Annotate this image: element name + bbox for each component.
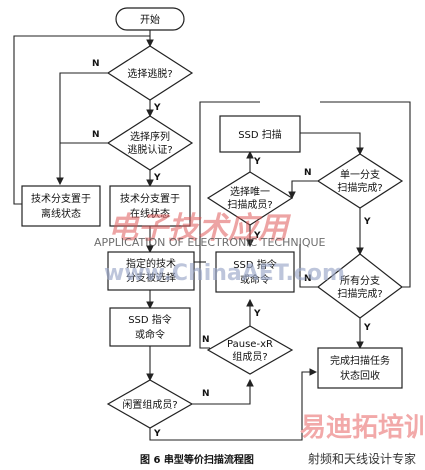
label-no-pause: N [202,335,210,345]
label-yes-idle: Y [153,429,161,439]
process-complete-scan: 完成扫描任务 状态回收 [317,347,403,389]
watermark-brand: 易迪拓培训 [300,413,425,443]
single-branch-label-2: 扫描完成? [337,181,382,194]
process-ssd-command: SSD 指令 或命令 [109,307,191,347]
pause-label-2: 组成员? [232,350,267,363]
ssd-cmd-label-2: 或命令 [135,328,165,341]
connectors [13,30,411,441]
tech-online-label-1: 技术分支置于 [120,192,180,205]
process-ssd-scan: SSD 扫描 [219,115,301,153]
single-branch-label-1: 单一分支 [340,169,380,181]
pause-label-1: Pause-xR [227,339,273,350]
label-n-all: N [304,274,312,284]
select-out-label: 选择逃脱? [127,67,172,80]
label-yes-select-seq: Y [153,173,161,183]
process-specified-branch: 指定的技术 分支被选择 [107,251,195,291]
complete-label-1: 完成扫描任务 [330,354,390,367]
tech-online-label-2: 在线状态 [130,207,170,220]
label-yes-unique-down: Y [253,231,261,241]
decision-select-unique: 选择唯一 扫描成员? [206,171,294,226]
decision-pause-xr: Pause-xR 组成员? [206,325,294,375]
label-yes-unique: Y [253,157,261,167]
specified-label-1: 指定的技术 [126,257,176,270]
all-branch-label-2: 扫描完成? [337,287,382,300]
select-unique-label-1: 选择唯一 [230,185,270,198]
start-label: 开始 [140,13,160,26]
decision-idle-member: 闲置组成员? [106,379,194,429]
watermark-en: APPLICATION OF ELECTRONIC TECHNIQUE [94,236,326,249]
process-tech-online: 技术分支置于 在线状态 [109,185,191,227]
label-no-select-seq: N [92,130,100,140]
watermark-url: www.ChinaAET.com [104,261,345,286]
ssd-scan-label: SSD 扫描 [238,128,282,141]
label-no-select-out: N [92,59,100,69]
label-no-idle: N [202,389,210,399]
all-branch-label-1: 所有分支 [340,274,380,287]
complete-label-2: 状态回收 [340,369,380,382]
idle-member-label: 闲置组成员? [122,398,177,411]
watermark-cn: 电子技术应用 [108,211,292,246]
start-node: 开始 [115,7,185,31]
label-yes-select-out: Y [153,103,161,113]
decision-all-branch: 所有分支 扫描完成? [317,253,403,319]
tech-offline-label-2: 离线状态 [41,207,81,220]
decision-select-seq: 选择序列 逃脱认证? [106,115,194,171]
decision-select-out: 选择逃脱? [106,45,194,101]
label-yes-single: Y [363,217,371,227]
decision-single-branch: 单一分支 扫描完成? [316,153,404,209]
watermarks: 电子技术应用 APPLICATION OF ELECTRONIC TECHNIQ… [94,211,425,443]
specified-label-2: 分支被选择 [126,271,176,284]
watermark-brand-sub: 射频和天线设计专家 [308,451,416,466]
figure-caption: 图 6 串型等价扫描流程图 [140,453,254,466]
label-yes-all: Y [363,323,371,333]
select-unique-label-2: 扫描成员? [227,198,272,211]
select-seq-label-2: 逃脱认证? [127,143,172,156]
process-ssd-command-2: SSD 指令 或命令 [215,251,295,293]
label-yes-pause: Y [253,309,261,319]
tech-offline-label-1: 技术分支置于 [31,192,91,205]
ssd-cmd2-label-2: 或命令 [240,273,270,286]
label-n-single: N [304,168,312,178]
edge-labels: N Y N Y N Y Y Y N Y N Y Y N [92,59,371,439]
ssd-cmd2-label-1: SSD 指令 [233,258,277,271]
process-tech-offline: 技术分支置于 离线状态 [21,185,101,227]
ssd-cmd-label-1: SSD 指令 [128,313,172,326]
select-seq-label-1: 选择序列 [130,130,170,143]
